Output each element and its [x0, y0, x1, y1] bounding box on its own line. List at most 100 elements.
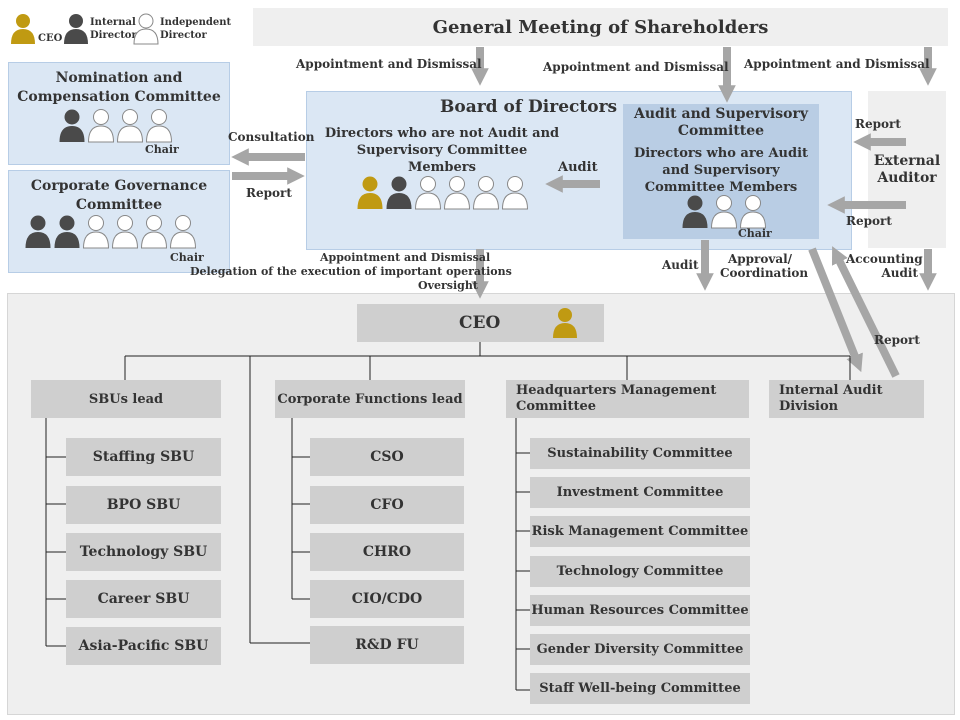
- internal-audit-division-label: Internal Audit Division: [779, 383, 883, 414]
- org-unit-box: Human Resources Committee: [530, 595, 750, 626]
- nomination-chair-label: Chair: [145, 143, 179, 156]
- internal-director-icon: [386, 176, 412, 209]
- hq-management-committee-box: Headquarters Management Committee: [506, 380, 749, 418]
- external-auditor-label: External Auditor: [873, 153, 941, 186]
- accounting-audit-label: Accounting Audit: [846, 252, 923, 280]
- consultation-label: Consultation: [228, 130, 315, 144]
- org-unit-box: Asia-Pacific SBU: [66, 627, 221, 665]
- corporate-functions-lead-label: Corporate Functions lead: [277, 391, 463, 407]
- independent-director-icon: [169, 215, 197, 249]
- independent-director-icon: [111, 215, 139, 249]
- org-unit-label: Gender Diversity Committee: [536, 642, 744, 657]
- internal-director-icon: [54, 215, 80, 248]
- independent-director-icon: [140, 215, 168, 249]
- audit-chair-label: Chair: [738, 227, 772, 240]
- ceo-icon: [357, 176, 383, 209]
- sbus-lead-label: SBUs lead: [88, 391, 164, 407]
- ceo-icon: [553, 308, 577, 338]
- org-unit-label: CHRO: [362, 544, 412, 560]
- org-unit-box: Gender Diversity Committee: [530, 634, 750, 665]
- org-unit-box: Risk Management Committee: [530, 516, 750, 547]
- governance-committee-title: Corporate Governance Committee: [30, 178, 208, 213]
- general-meeting-title: General Meeting of Shareholders: [432, 16, 769, 38]
- org-unit-label: CSO: [370, 449, 404, 465]
- report-label-auditor-1: Report: [855, 117, 901, 131]
- org-unit-label: CFO: [370, 497, 404, 513]
- nomination-members: [58, 108, 174, 148]
- org-unit-box: Technology SBU: [66, 533, 221, 571]
- org-unit-label: Technology Committee: [556, 564, 724, 579]
- board-title: Board of Directors: [440, 97, 618, 117]
- org-unit-box: Career SBU: [66, 580, 221, 618]
- independent-director-icon: [443, 176, 471, 210]
- org-unit-box: Sustainability Committee: [530, 438, 750, 469]
- org-unit-label: Staffing SBU: [92, 449, 195, 465]
- org-unit-label: Investment Committee: [556, 485, 724, 500]
- audit-committee-members-label: Directors who are Audit and Supervisory …: [633, 146, 809, 195]
- report-label-auditor-2: Report: [846, 214, 892, 228]
- internal-audit-division-box: Internal Audit Division: [769, 380, 924, 418]
- internal-director-icon: [682, 195, 708, 228]
- audit-committee-members: [681, 194, 768, 234]
- nomination-committee-title: Nomination and Compensation Committee: [17, 70, 221, 105]
- independent-director-icon: [710, 195, 738, 229]
- approval-diagonal-arrow: [808, 247, 863, 373]
- independent-director-icon: [472, 176, 500, 210]
- org-unit-label: Asia-Pacific SBU: [78, 638, 209, 654]
- org-unit-box: CIO/CDO: [310, 580, 464, 618]
- independent-director-icon: [116, 109, 144, 143]
- independent-director-legend-icon: [133, 13, 159, 45]
- legend-ceo-label: CEO: [38, 33, 63, 44]
- org-unit-label: R&D FU: [355, 637, 419, 653]
- independent-director-icon: [87, 109, 115, 143]
- external-auditor-box: [868, 91, 946, 248]
- org-unit-label: Risk Management Committee: [531, 524, 749, 539]
- appointment-label-2: Appointment and Dismissal: [543, 60, 729, 74]
- report-label-left: Report: [246, 186, 292, 200]
- internal-director-icon: [59, 109, 85, 142]
- org-unit-label: CIO/CDO: [351, 591, 423, 607]
- nomination-committee-box: Nomination and Compensation Committee: [8, 62, 230, 165]
- audit-committee-title: Audit and Supervisory Committee: [634, 106, 808, 139]
- internal-director-legend-icon: [64, 14, 88, 44]
- org-unit-label: Career SBU: [97, 591, 190, 607]
- governance-chair-label: Chair: [170, 251, 204, 264]
- corporate-functions-lead-box: Corporate Functions lead: [275, 380, 465, 418]
- general-meeting-box: General Meeting of Shareholders: [253, 8, 948, 46]
- internal-director-icon: [25, 215, 51, 248]
- board-members: [356, 175, 530, 215]
- independent-director-icon: [414, 176, 442, 210]
- org-unit-box: CHRO: [310, 533, 464, 571]
- legend: CEO Internal Director Independent Direct…: [8, 10, 238, 46]
- ceo-title: CEO: [459, 313, 501, 333]
- approval-label: Approval/ Coordination: [720, 252, 809, 280]
- org-unit-box: R&D FU: [310, 626, 464, 664]
- independent-director-icon: [501, 176, 529, 210]
- org-unit-label: Human Resources Committee: [531, 603, 749, 618]
- report-diagonal-arrow: [831, 246, 900, 378]
- org-unit-box: CFO: [310, 486, 464, 524]
- delegation-label: Delegation of the execution of important…: [190, 265, 512, 278]
- org-unit-box: Staff Well-being Committee: [530, 673, 750, 704]
- independent-director-icon: [739, 195, 767, 229]
- audit-arrow-label: Audit: [558, 160, 598, 175]
- org-unit-box: Staffing SBU: [66, 438, 221, 476]
- org-unit-label: BPO SBU: [106, 497, 181, 513]
- org-unit-box: BPO SBU: [66, 486, 221, 524]
- sbus-lead-box: SBUs lead: [31, 380, 221, 418]
- independent-director-icon: [145, 109, 173, 143]
- legend-internal-label: Internal Director: [90, 17, 137, 41]
- ceo-legend-icon: [11, 14, 35, 44]
- board-appointment-label: Appointment and Dismissal: [320, 251, 491, 264]
- hq-management-committee-label: Headquarters Management Committee: [516, 383, 717, 414]
- appointment-label-1: Appointment and Dismissal: [296, 57, 482, 71]
- org-unit-label: Technology SBU: [79, 544, 208, 560]
- org-unit-label: Sustainability Committee: [547, 446, 733, 461]
- legend-independent-label: Independent Director: [160, 17, 232, 41]
- report-label-internal-audit: Report: [874, 333, 920, 347]
- non-audit-directors-label: Directors who are not Audit and Supervis…: [324, 126, 560, 175]
- governance-members: [24, 214, 198, 254]
- org-unit-box: Technology Committee: [530, 556, 750, 587]
- ceo-box: CEO: [357, 304, 604, 342]
